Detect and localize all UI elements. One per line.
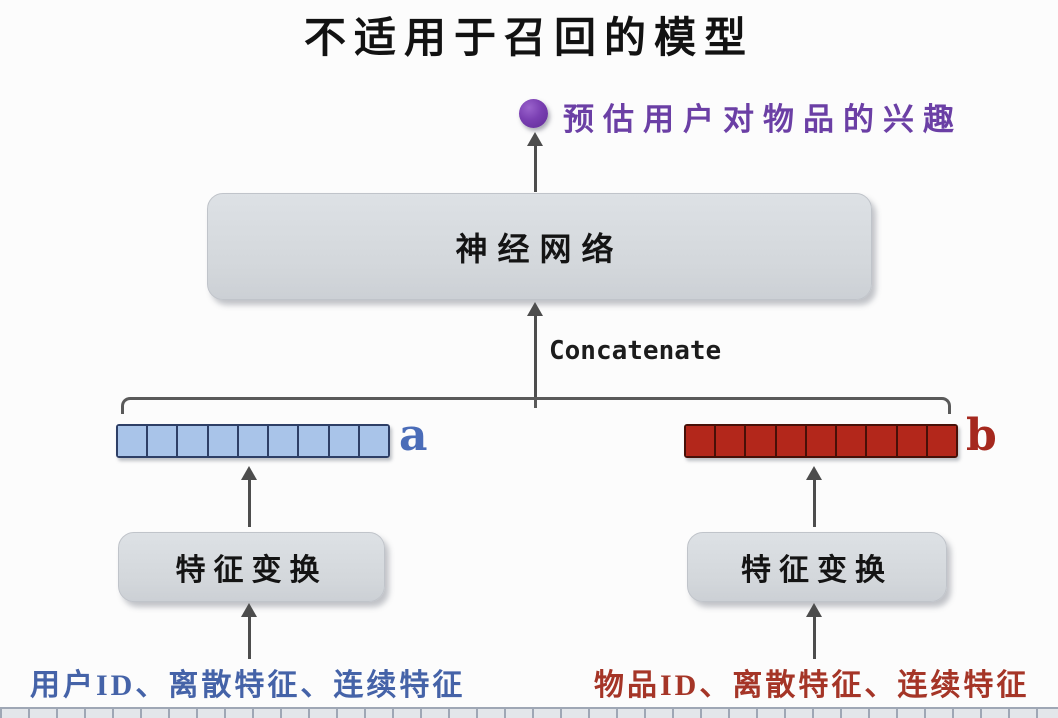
item-input-features-label: 物品ID、离散特征、连续特征: [594, 669, 1030, 702]
arrow-head-icon: [806, 466, 822, 480]
neural-network-label: 神经网络: [455, 230, 624, 267]
arrow-shaft: [247, 617, 251, 659]
right-feature-transform-label: 特征变换: [741, 554, 893, 587]
user-vector-cell: [118, 426, 149, 456]
item-vector-cell: [776, 426, 807, 456]
item-vector-label: b: [966, 410, 997, 461]
cutoff-next-row-strip: [0, 707, 1058, 718]
slide-title: 不适用于召回的模型: [303, 16, 754, 62]
item-vector-cell: [686, 426, 717, 456]
arrow-right-transform-to-vector-icon: [806, 466, 822, 527]
item-vector-cell: [927, 426, 956, 456]
concat-bracket: [121, 397, 951, 414]
left-feature-transform-box: 特征变换: [118, 532, 385, 602]
arrow-shaft: [247, 480, 251, 527]
item-embedding-vector: [684, 424, 958, 458]
user-vector-cell: [299, 426, 330, 456]
left-feature-transform-label: 特征变换: [175, 554, 328, 587]
arrow-head-icon: [527, 302, 543, 316]
arrow-user-inputs-to-transform-icon: [241, 603, 257, 659]
prediction-output-label: 预估用户对物品的兴趣: [563, 102, 963, 137]
user-vector-cell: [238, 426, 270, 456]
arrow-network-to-output-icon: [527, 132, 543, 192]
arrow-head-icon: [806, 603, 822, 617]
prediction-output-dot-icon: [519, 99, 548, 128]
concat-bracket-tick: [534, 399, 537, 408]
arrow-shaft: [533, 146, 537, 192]
right-feature-transform-box: 特征变换: [687, 532, 947, 602]
user-embedding-vector: [116, 424, 390, 458]
arrow-head-icon: [527, 132, 543, 146]
arrow-item-inputs-to-transform-icon: [806, 603, 822, 659]
arrow-bracket-to-network-icon: [527, 302, 543, 398]
user-input-features-label: 用户ID、离散特征、连续特征: [30, 669, 466, 702]
user-vector-cell: [178, 426, 209, 456]
user-vector-cell: [148, 426, 179, 456]
item-vector-cell: [746, 426, 777, 456]
arrow-shaft: [533, 316, 537, 398]
arrow-left-transform-to-vector-icon: [241, 466, 257, 527]
user-vector-cell: [269, 426, 300, 456]
arrow-shaft: [812, 617, 816, 659]
item-vector-cell: [837, 426, 868, 456]
arrow-head-icon: [241, 466, 257, 480]
arrow-head-icon: [241, 603, 257, 617]
item-vector-cell: [897, 426, 928, 456]
user-vector-label: a: [399, 410, 428, 461]
item-vector-cell: [716, 426, 747, 456]
item-vector-cell: [806, 426, 838, 456]
neural-network-box: 神经网络: [207, 193, 872, 300]
user-vector-cell: [208, 426, 239, 456]
concatenate-label: Concatenate: [549, 336, 722, 366]
item-vector-cell: [867, 426, 898, 456]
user-vector-cell: [359, 426, 388, 456]
arrow-shaft: [812, 480, 816, 527]
user-vector-cell: [329, 426, 360, 456]
